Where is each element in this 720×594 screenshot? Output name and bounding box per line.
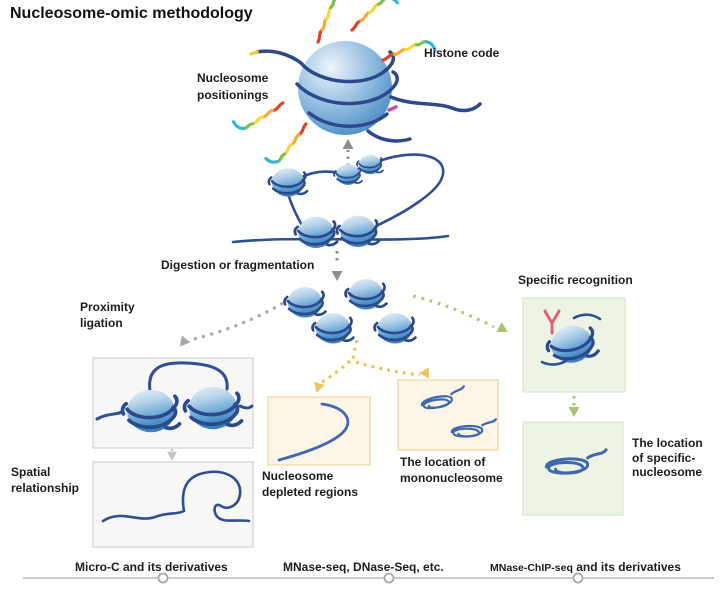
label-specific-recognition: Specific recognition bbox=[518, 273, 633, 287]
label-nucleosome-depleted: Nucleosome depleted regions bbox=[262, 469, 359, 499]
nucleosome-depleted-box bbox=[267, 396, 371, 466]
dna-loop-squiggle bbox=[101, 470, 251, 523]
label-nucleosome-positionings: Nucleosome positionings bbox=[197, 71, 269, 102]
label-proximity-ligation: Proximity ligation bbox=[80, 300, 135, 330]
arrow-specific-recognition bbox=[412, 294, 511, 337]
timeline-node-mnase bbox=[383, 572, 395, 584]
timeline-node-micro-c bbox=[157, 572, 169, 584]
ligated-nucleosome-pair bbox=[95, 361, 254, 435]
big-nucleosome bbox=[230, 0, 482, 165]
specific-nucleosome-box bbox=[522, 421, 624, 516]
mononucleosome-box bbox=[397, 379, 499, 451]
chromatin-fiber bbox=[231, 153, 450, 250]
timeline-node-mnase-chip bbox=[572, 572, 584, 584]
recognized-nucleosome bbox=[540, 309, 602, 369]
timeline-label-mnase-chip-suffix: and its derivatives bbox=[572, 560, 681, 574]
arrow-green-down bbox=[568, 396, 580, 417]
timeline-label-mnase-chip-prefix: MNase-ChIP-seq bbox=[490, 562, 573, 574]
arrow-yellow-branches bbox=[311, 339, 434, 395]
timeline-label-mnase-chip: MNase-ChIP-seq and its derivatives bbox=[490, 560, 681, 574]
page-title: Nucleosome-omic methodology bbox=[10, 5, 253, 22]
dna-end-yellow-tick bbox=[249, 50, 259, 56]
label-digestion: Digestion or fragmentation bbox=[161, 258, 315, 272]
label-spatial-relationship: Spatial relationship bbox=[11, 465, 80, 495]
antibody-icon bbox=[543, 309, 561, 335]
arrow-gray-down bbox=[167, 449, 177, 461]
timeline-label-mnase: MNase-seq, DNase-Seq, etc. bbox=[283, 560, 444, 574]
arrow-proximity-ligation bbox=[175, 301, 284, 351]
timeline-axis bbox=[23, 572, 714, 584]
arrow-down-digestion bbox=[331, 251, 343, 281]
dna-end-magenta-tick bbox=[387, 105, 398, 112]
label-mononucleosome: The location of mononucleosome bbox=[400, 455, 503, 485]
timeline-label-micro-c: Micro-C and its derivatives bbox=[75, 560, 228, 574]
nucleosome-cluster bbox=[283, 277, 417, 345]
arrow-up-positioning bbox=[342, 139, 354, 166]
label-specific-nucleosome: The location of specific- nucleosome bbox=[632, 436, 703, 479]
label-histone-code: Histone code bbox=[424, 46, 500, 60]
depleted-region-dna-curve bbox=[277, 402, 350, 462]
spatial-relationship-box bbox=[92, 461, 254, 548]
